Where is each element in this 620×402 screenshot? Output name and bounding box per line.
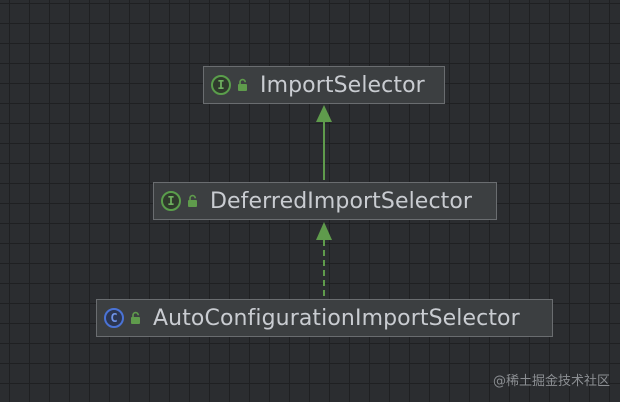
- node-label: ImportSelector: [260, 72, 425, 98]
- arrowhead-deferred-import-selector: [316, 222, 332, 240]
- open-lock-icon: [131, 311, 140, 324]
- watermark: @稀土掘金技术社区: [492, 374, 610, 389]
- interface-icon: I: [161, 191, 181, 211]
- node-label: AutoConfigurationImportSelector: [153, 305, 520, 331]
- class-icon: C: [104, 308, 124, 328]
- interface-icon: I: [211, 75, 231, 95]
- open-lock-icon: [238, 78, 247, 91]
- arrowhead-import-selector: [316, 105, 332, 122]
- open-lock-icon: [188, 194, 197, 207]
- node-deferred-import-selector[interactable]: I DeferredImportSelector: [153, 182, 497, 220]
- node-label: DeferredImportSelector: [210, 188, 473, 214]
- node-import-selector[interactable]: I ImportSelector: [203, 66, 445, 104]
- node-auto-configuration-import-selector[interactable]: C AutoConfigurationImportSelector: [96, 299, 553, 337]
